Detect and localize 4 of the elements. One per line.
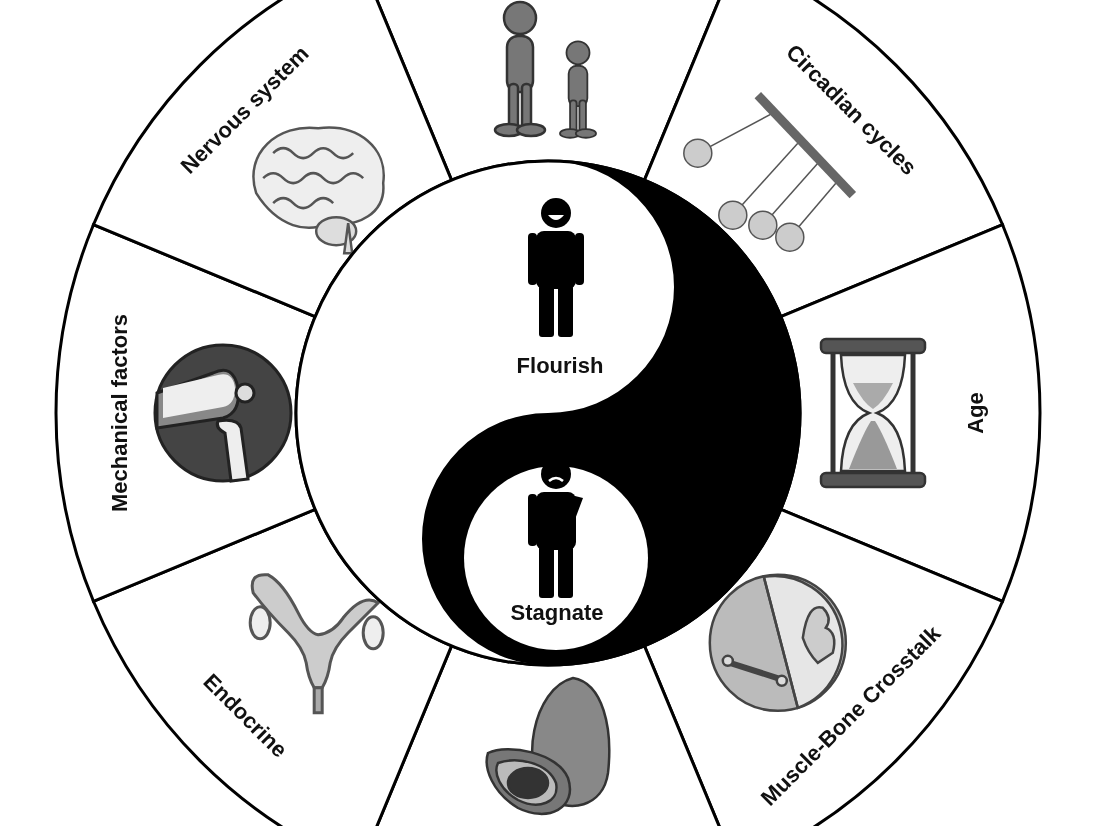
state-label: Stagnate xyxy=(510,600,604,626)
segment-label: Mechanical factors xyxy=(107,313,133,513)
state-label: Flourish xyxy=(516,353,604,379)
segment-label: Age xyxy=(963,392,989,434)
